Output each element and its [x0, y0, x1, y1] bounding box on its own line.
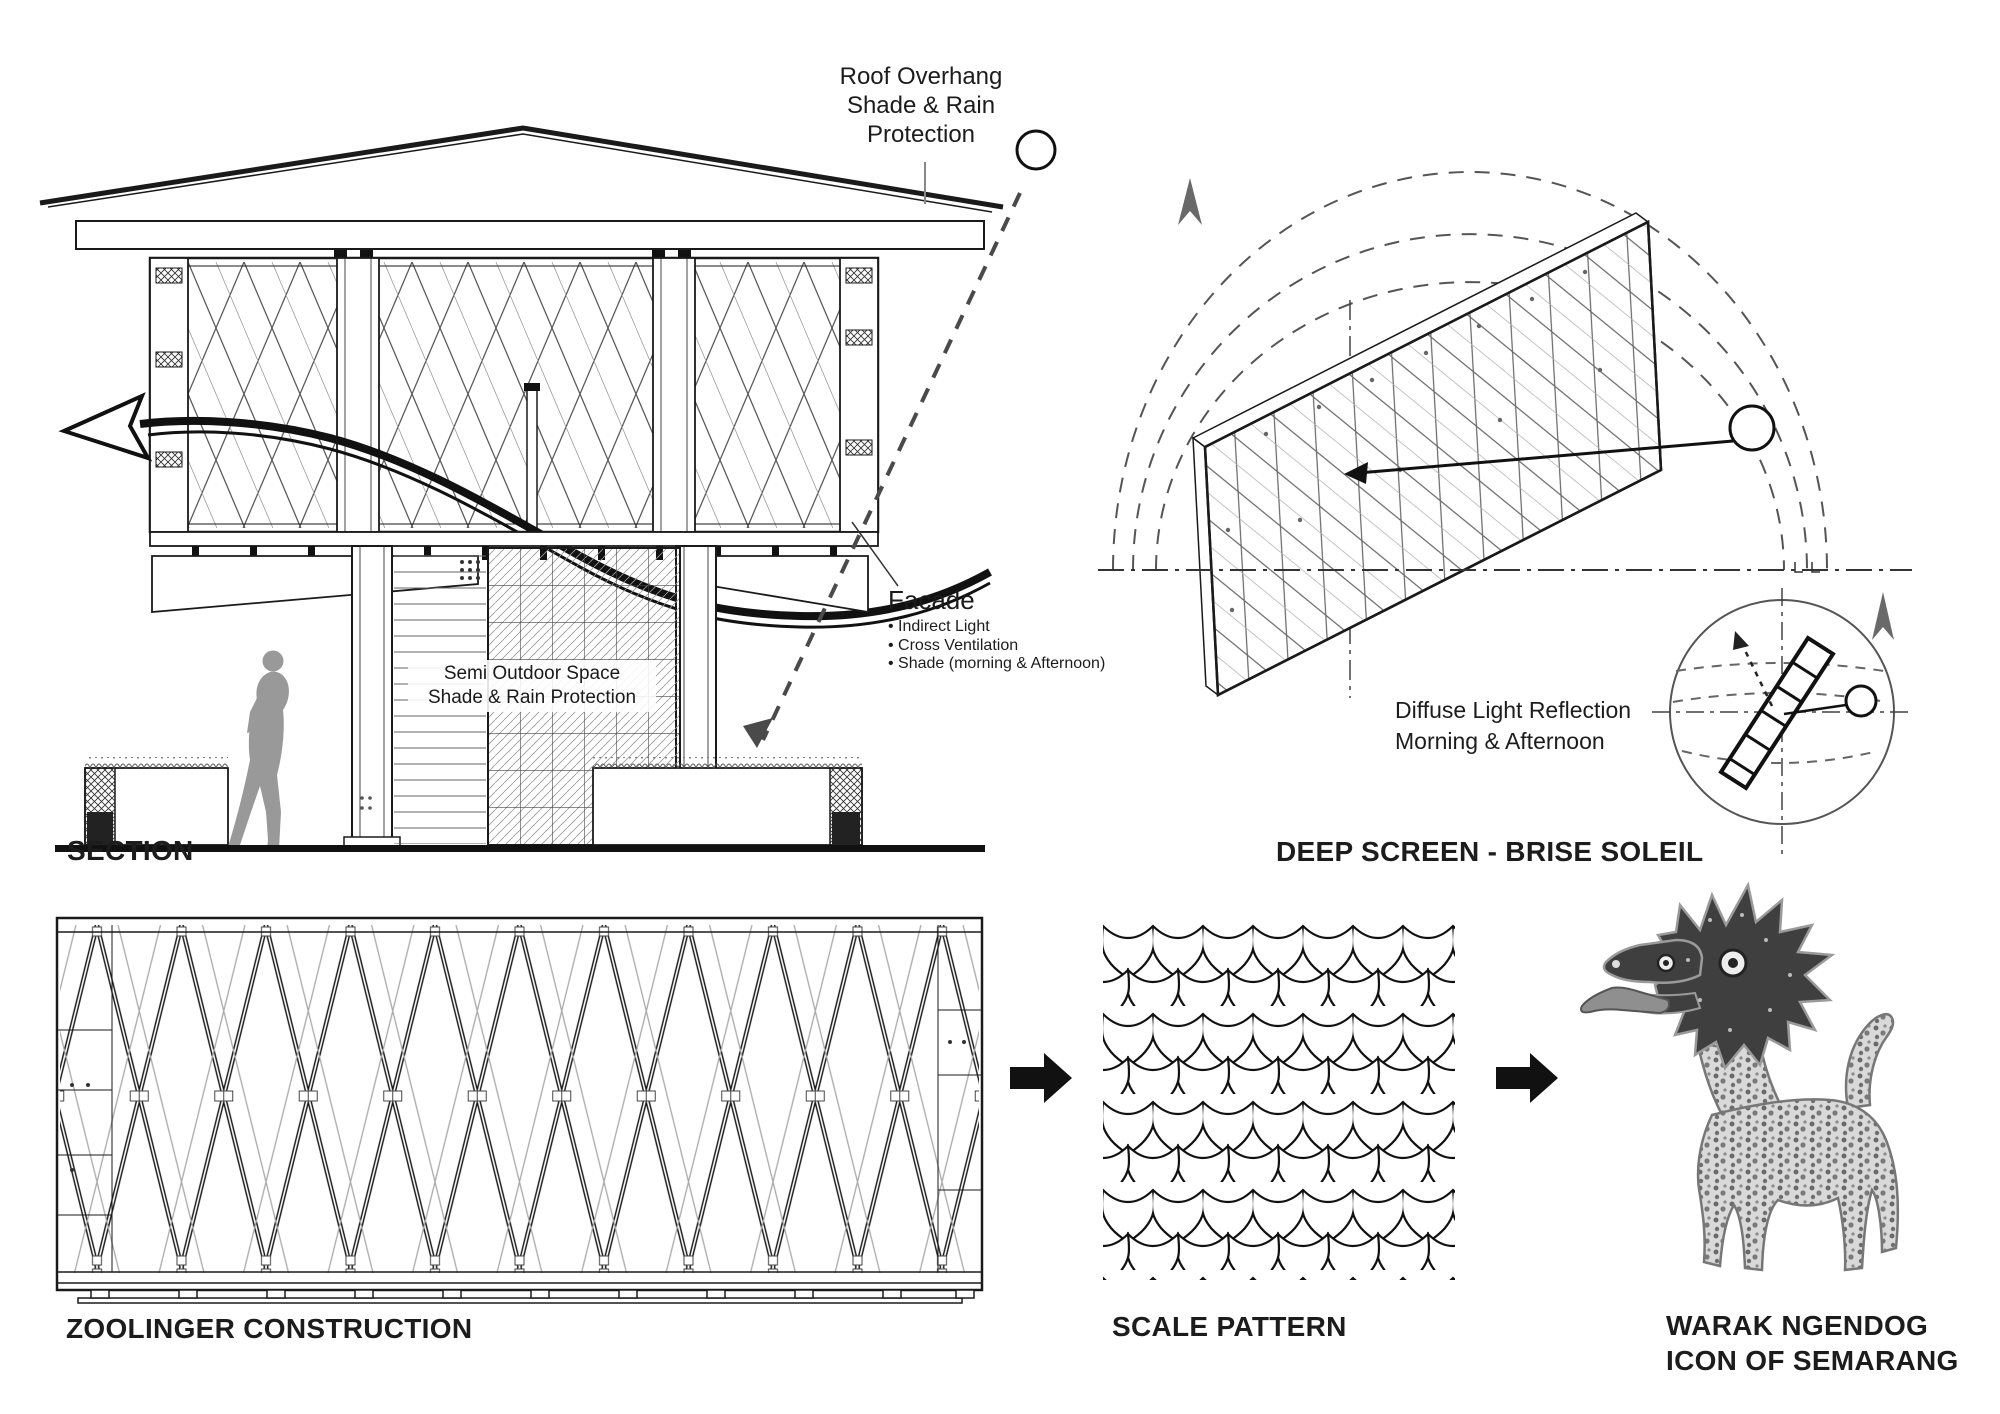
roof-annotation-line: Roof Overhang — [839, 63, 1003, 90]
north-arrow-icon — [1178, 178, 1202, 225]
brise-soleil-slab — [1191, 212, 1663, 697]
zoolinger-edge-details — [57, 925, 982, 1272]
semi-outdoor-line: Shade & Rain Protection — [427, 687, 637, 708]
sun-icon — [1728, 404, 1776, 452]
semi-outdoor-line: Semi Outdoor Space — [443, 663, 621, 684]
sun-icon — [1015, 129, 1057, 171]
warak-body — [1696, 1098, 1900, 1272]
sun-ray-dashed — [743, 192, 1022, 748]
zoolinger-base — [77, 1289, 975, 1304]
sun-icon — [1844, 684, 1878, 718]
diffuse-light-annotation: Diffuse Light Reflection Morning & After… — [1395, 695, 1631, 757]
warak-tail — [1844, 1013, 1895, 1110]
person-figure — [228, 650, 289, 849]
roof-overhang — [39, 125, 1004, 250]
plan-detail-circle — [1652, 588, 1912, 855]
section-drawing — [39, 125, 1057, 852]
warak-title-line: ICON OF SEMARANG — [1666, 1345, 1959, 1376]
facade-note-leader — [851, 521, 899, 587]
lower-columns — [343, 545, 725, 847]
facade-bullet: • Indirect Light — [888, 618, 990, 635]
north-arrow-icon — [1872, 592, 1894, 640]
screen-plan-ladder — [1718, 635, 1836, 791]
section-title: SECTION — [67, 835, 194, 866]
roof-annotation-line: Shade & Rain — [846, 92, 996, 119]
warak-mane-speckles — [1686, 913, 1792, 1032]
warak-ngendog-figure — [1580, 881, 1900, 1272]
roof-annotation: Roof Overhang Shade & Rain Protection — [795, 62, 1047, 149]
roof-annotation-line: Protection — [866, 121, 976, 148]
screen-band — [148, 256, 880, 534]
deep-screen-title: DEEP SCREEN - BRISE SOLEIL — [1276, 836, 1704, 867]
facade-annotation: Facade • Indirect Light • Cross Ventilat… — [888, 586, 1105, 674]
flow-arrow-icon — [1496, 1053, 1558, 1103]
semi-outdoor-annotation: Semi Outdoor Space Shade & Rain Protecti… — [408, 660, 656, 712]
zoolinger-title: ZOOLINGER CONSTRUCTION — [66, 1313, 473, 1344]
flow-arrow-icon — [1010, 1053, 1072, 1103]
diffuse-light-line: Diffuse Light Reflection — [1395, 697, 1632, 723]
warak-tongue — [1580, 986, 1670, 1015]
facade-bullet: • Shade (morning & Afternoon) — [888, 655, 1106, 672]
facade-annotation-title: Facade — [888, 585, 975, 615]
reflection-arrow-dashed — [1738, 639, 1774, 707]
sun-pointer — [1344, 439, 1734, 484]
warak-title-line: WARAK NGENDOG — [1666, 1310, 1929, 1341]
facade-annotation-bullets: • Indirect Light • Cross Ventilation • S… — [888, 618, 1105, 674]
horizon-line — [1098, 562, 1912, 573]
scale-pattern-figure — [1103, 918, 1455, 1280]
facade-bullet: • Cross Ventilation — [888, 636, 1019, 654]
warak-eyes — [1612, 948, 1748, 978]
warak-muzzle — [1602, 938, 1704, 984]
diffuse-light-line: Morning & Afternoon — [1395, 728, 1605, 754]
warak-title: WARAK NGENDOG ICON OF SEMARANG — [1666, 1308, 1959, 1378]
planters — [84, 757, 863, 846]
ground-line — [55, 845, 985, 852]
zoolinger-drawing — [55, 916, 984, 1304]
scale-pattern-title: SCALE PATTERN — [1112, 1311, 1347, 1342]
